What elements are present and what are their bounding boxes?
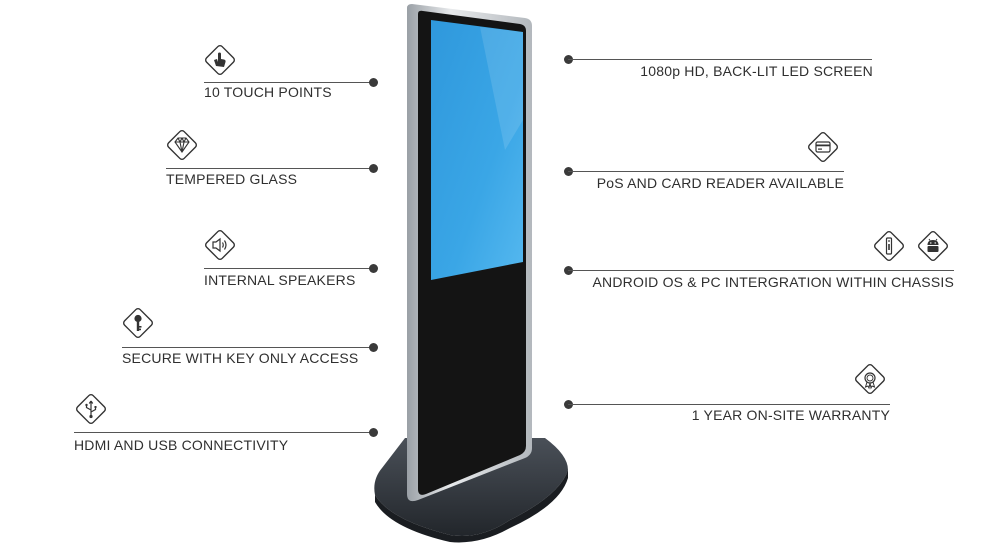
kiosk-illustration: [360, 0, 590, 545]
feature-label-warranty: 1 YEAR ON-SITE WARRANTY: [691, 407, 890, 423]
connector-line: [74, 432, 374, 433]
key-icon: [120, 305, 156, 341]
credit-card-icon: [805, 129, 841, 165]
connector-dot: [369, 428, 378, 437]
connector-line: [122, 347, 374, 348]
connector-dot: [369, 78, 378, 87]
feature-label-tempered-glass: TEMPERED GLASS: [166, 171, 298, 187]
feature-label-touch-points: 10 TOUCH POINTS: [204, 84, 332, 100]
connector-line: [568, 404, 890, 405]
warranty-badge-icon: [852, 361, 888, 397]
feature-label-pos-card-reader: PoS AND CARD READER AVAILABLE: [596, 175, 844, 191]
feature-label-android-pc: ANDROID OS & PC INTERGRATION WITHIN CHAS…: [592, 274, 954, 290]
diamond-icon: [164, 127, 200, 163]
connector-dot: [369, 264, 378, 273]
touch-hand-icon: [202, 42, 238, 78]
usb-icon: [73, 391, 109, 427]
feature-label-internal-speakers: INTERNAL SPEAKERS: [204, 272, 356, 288]
speaker-icon: [202, 227, 238, 263]
connector-line: [568, 171, 844, 172]
connector-line: [204, 82, 374, 83]
connector-line: [568, 59, 872, 60]
connector-dot: [369, 164, 378, 173]
feature-label-key-access: SECURE WITH KEY ONLY ACCESS: [122, 350, 359, 366]
connector-line: [204, 268, 374, 269]
connector-line: [166, 168, 374, 169]
connector-line: [568, 270, 954, 271]
connector-dot: [369, 343, 378, 352]
feature-label-hdmi-usb: HDMI AND USB CONNECTIVITY: [74, 437, 289, 453]
feature-label-led-screen: 1080p HD, BACK-LIT LED SCREEN: [640, 63, 873, 79]
android-icon: [915, 228, 951, 264]
kiosk-screen: [431, 20, 523, 280]
remote-icon: [871, 228, 907, 264]
